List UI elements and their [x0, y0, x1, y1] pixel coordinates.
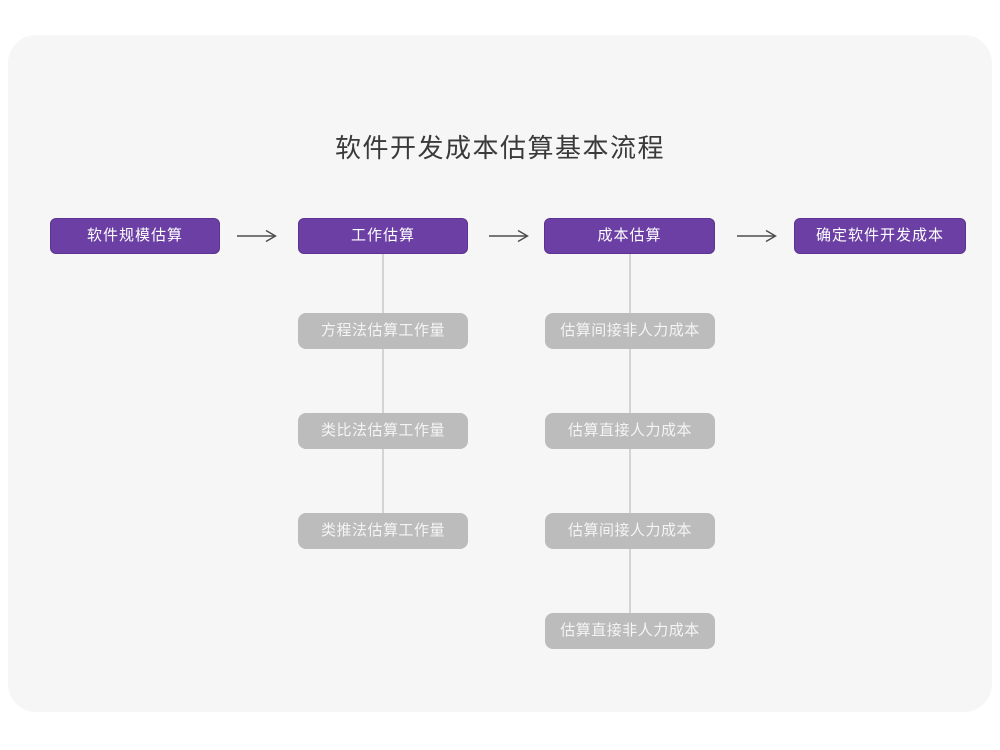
- substep-equation-method-workload: 方程法估算工作量: [298, 313, 468, 349]
- substep-direct-labor-cost: 估算直接人力成本: [545, 413, 715, 449]
- stage-software-size-estimation: 软件规模估算: [50, 218, 220, 254]
- stage-determine-software-dev-cost: 确定软件开发成本: [794, 218, 966, 254]
- stage-work-estimation: 工作估算: [298, 218, 468, 254]
- stage-cost-estimation: 成本估算: [544, 218, 715, 254]
- flow-arrow-icon: [237, 229, 277, 243]
- flow-arrow-icon: [489, 229, 529, 243]
- substep-extrapolation-method-workload: 类推法估算工作量: [298, 513, 468, 549]
- diagram-card: 软件开发成本估算基本流程 软件规模估算 工作估算 成本估算 确定软件开发成本 方…: [8, 35, 992, 712]
- substep-indirect-non-labor-cost: 估算间接非人力成本: [545, 313, 715, 349]
- connector-work-estimation-substeps: [382, 254, 384, 515]
- substep-analogy-method-workload: 类比法估算工作量: [298, 413, 468, 449]
- diagram-title: 软件开发成本估算基本流程: [334, 133, 665, 163]
- substep-indirect-labor-cost: 估算间接人力成本: [545, 513, 715, 549]
- substep-direct-non-labor-cost: 估算直接非人力成本: [545, 613, 715, 649]
- flow-arrow-icon: [737, 229, 777, 243]
